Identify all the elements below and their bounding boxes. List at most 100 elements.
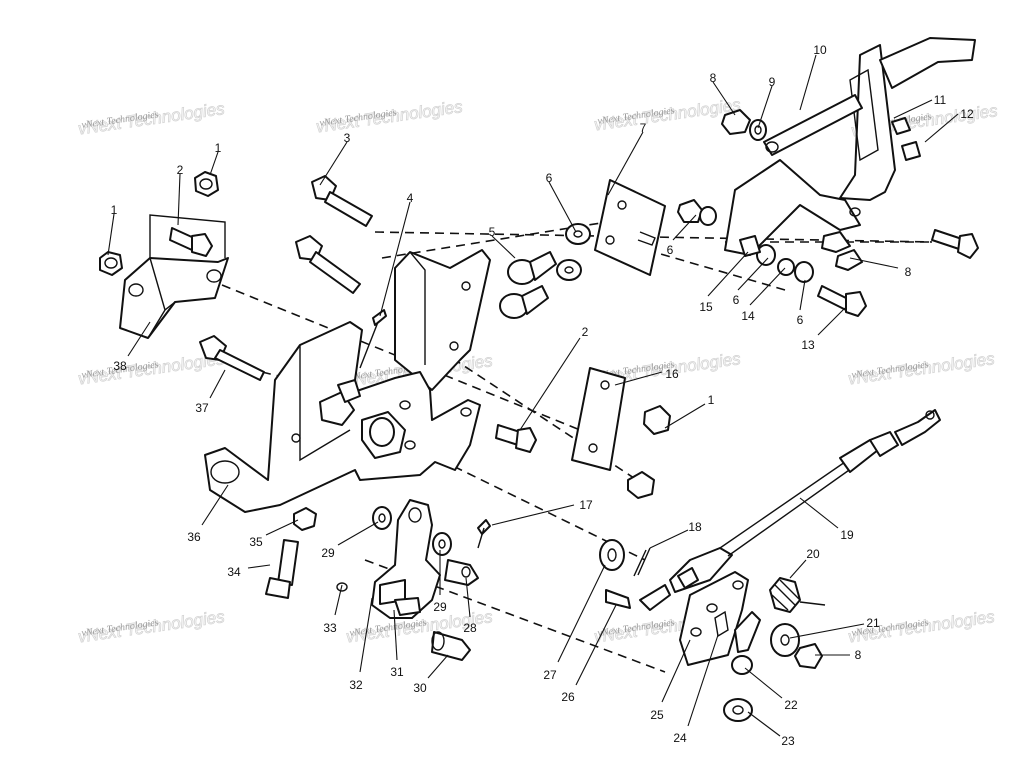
part-13-bolt <box>817 285 867 317</box>
callout-number: 18 <box>688 520 702 534</box>
callout-leader-line <box>491 504 575 526</box>
part-38-mount-bracket <box>119 214 229 339</box>
part-7-plate <box>594 179 666 276</box>
part-20-spring <box>769 577 826 613</box>
part-1-nut-left <box>99 251 123 276</box>
part-4-cotter-pin <box>359 309 387 369</box>
callout-number: 19 <box>840 528 854 542</box>
callout-number: 22 <box>784 698 798 712</box>
callout-leader-line <box>557 564 606 663</box>
callout-leader-line <box>744 667 783 699</box>
callout-number: 1 <box>111 203 118 217</box>
callout-leader-line <box>209 151 219 176</box>
callout-number: 31 <box>390 665 404 679</box>
callout-number: 8 <box>710 71 717 85</box>
callout-number: 1 <box>708 393 715 407</box>
callout-leader-lines <box>107 54 959 737</box>
callout-number: 16 <box>665 367 679 381</box>
callout-number: 6 <box>546 171 553 185</box>
part-31-lever <box>371 499 441 619</box>
callout-number: 14 <box>741 309 755 323</box>
part-11-12-bolts <box>891 117 979 259</box>
callout-number: 25 <box>650 708 664 722</box>
callout-leader-line <box>427 654 449 679</box>
callout-leader-line <box>893 99 933 119</box>
part-21-washer <box>770 623 800 657</box>
callout-leader-line <box>607 131 644 196</box>
callout-number: 17 <box>579 498 593 512</box>
part-17-cotter <box>477 519 491 549</box>
callout-leader-line <box>664 403 706 429</box>
callout-leader-line <box>548 181 577 233</box>
part-33-clip <box>336 582 348 592</box>
callout-leader-line <box>393 609 398 661</box>
callout-number: 33 <box>323 621 337 635</box>
part-36-base-bracket <box>204 321 481 513</box>
callout-number: 26 <box>561 690 575 704</box>
callout-leader-line <box>672 214 697 241</box>
callout-leader-line <box>201 484 229 526</box>
callout-number: 20 <box>806 547 820 561</box>
callout-leader-line <box>799 279 806 311</box>
part-26-pin <box>605 589 631 609</box>
callout-number: 10 <box>813 43 827 57</box>
callout-leader-line <box>749 267 786 306</box>
callout-number: 6 <box>797 313 804 327</box>
part-37-bolt <box>199 335 265 381</box>
part-1-nuts-right <box>627 405 671 499</box>
callout-number: 35 <box>249 535 263 549</box>
callout-leader-line <box>379 201 411 317</box>
part-16-plate <box>571 367 626 471</box>
callout-leader-line <box>247 564 271 569</box>
callout-number: 8 <box>905 265 912 279</box>
callout-number: 23 <box>781 734 795 748</box>
part-1-nut-top <box>194 171 219 197</box>
callout-number: 24 <box>673 731 687 745</box>
callout-number: 6 <box>667 243 674 257</box>
callout-leader-line <box>491 235 516 259</box>
callout-number: 37 <box>195 401 209 415</box>
callout-number: 36 <box>187 530 201 544</box>
part-23-washer <box>723 698 753 722</box>
part-5-bolts <box>499 251 557 319</box>
part-28-pin <box>444 559 479 586</box>
part-cable-end <box>639 584 671 611</box>
part-9-washer <box>749 119 767 141</box>
callout-leader-line <box>737 257 769 291</box>
callout-number: 2 <box>582 325 589 339</box>
callout-leader-line <box>924 113 959 143</box>
callout-number: 34 <box>227 565 241 579</box>
part-15-bushing <box>739 235 761 257</box>
callout-number: 12 <box>960 107 974 121</box>
part-10-pedal-lever <box>724 37 976 256</box>
part-34-bolt <box>265 539 299 599</box>
callout-leader-line <box>209 369 226 399</box>
callout-leader-line <box>799 497 839 529</box>
part-8-nut-lower <box>794 643 823 669</box>
part-18-cotter <box>633 547 651 577</box>
callout-leader-line <box>799 54 817 111</box>
callout-leader-line <box>817 307 846 336</box>
callout-leader-line <box>849 257 899 269</box>
part-6-washers-pedal <box>699 206 814 283</box>
part-2-bolt-left <box>169 227 213 257</box>
part-29-washers <box>372 506 452 556</box>
callout-leader-line <box>177 173 181 226</box>
callout-leader-line <box>127 321 151 357</box>
callout-number: 11 <box>934 93 947 107</box>
callout-number: 4 <box>407 191 414 205</box>
callout-leader-line <box>265 519 299 536</box>
callout-number: 7 <box>640 121 647 135</box>
part-27-washer <box>599 539 625 571</box>
callout-number: 15 <box>699 300 713 314</box>
callout-number: 29 <box>433 600 447 614</box>
callout-number: 27 <box>543 668 557 682</box>
callout-leader-line <box>789 559 807 579</box>
callout-number: 5 <box>489 225 496 239</box>
part-19-cable <box>669 409 941 593</box>
part-35-nut <box>293 507 317 531</box>
